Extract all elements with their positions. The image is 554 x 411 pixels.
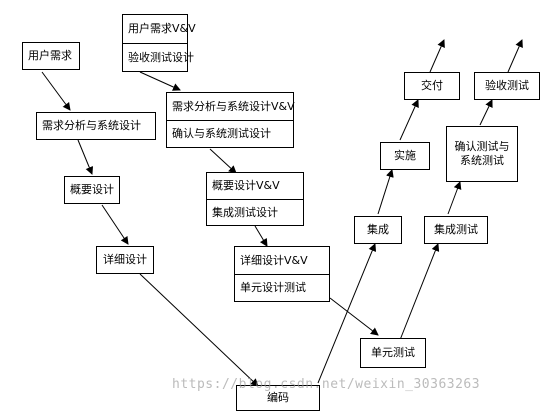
arrow-integration-to-implementation	[377, 169, 394, 215]
confirm-system-test-design-label: 确认与系统测试设计	[172, 127, 271, 140]
watermark: https://blog.csdn.net/weixin_30363263	[172, 377, 481, 392]
user-req-vv-box: 用户需求V&V 验收测试设计	[122, 14, 196, 72]
requirements-analysis-box: 需求分析与系统设计	[36, 112, 156, 140]
arrow-delivery-up	[429, 39, 445, 73]
arrow-detailed-vv-to-unit-test	[329, 297, 379, 336]
arrow-coding-to-integration	[317, 243, 377, 384]
delivery-box: 交付	[404, 72, 460, 100]
integration-test-design-label: 集成测试设计	[212, 205, 278, 219]
coding-box: 编码	[236, 385, 320, 411]
integration-test-box: 集成测试	[424, 216, 488, 244]
user-requirements-box: 用户需求	[22, 42, 80, 70]
unit-test-box: 单元测试	[360, 338, 426, 368]
detailed-vv-box: 详细设计V&V 单元设计测试	[234, 246, 330, 302]
arrow-outline-vv-to-detailed-vv	[254, 225, 268, 247]
arrow-confirm-to-acceptance	[479, 99, 493, 126]
detailed-design-box: 详细设计	[96, 246, 154, 274]
outline-vv-box: 概要设计V&V 集成测试设计	[206, 172, 304, 226]
arrow-integration-test-to-confirm	[447, 181, 462, 215]
analysis-vv-label: 需求分析与系统设计V&V	[167, 93, 295, 121]
detailed-vv-label: 详细设计V&V	[235, 247, 329, 275]
arrow-acceptance-up	[507, 39, 523, 73]
unit-design-test-label: 单元设计测试	[240, 281, 306, 294]
integration-box: 集成	[354, 216, 402, 244]
arrow-analysis-vv-to-outline-vv	[209, 148, 237, 174]
outline-vv-label: 概要设计V&V	[207, 173, 303, 200]
arrow-outline-to-detailed	[101, 204, 129, 245]
arrow-user-vv-to-analysis-vv	[139, 71, 181, 91]
acceptance-test-design-label: 验收测试设计	[128, 50, 194, 64]
implementation-box: 实施	[380, 142, 430, 170]
arrow-unit-to-integration-test	[399, 243, 440, 341]
confirm-system-test-box: 确认测试与 系统测试	[446, 126, 518, 182]
outline-design-box: 概要设计	[64, 176, 120, 204]
arrow-user-req-to-analysis	[41, 71, 71, 111]
arrow-analysis-to-outline	[77, 139, 94, 175]
user-req-vv-label: 用户需求V&V	[123, 15, 196, 44]
arrow-implementation-to-delivery	[399, 99, 419, 141]
acceptance-test-box: 验收测试	[474, 72, 540, 100]
arrow-detailed-to-coding	[139, 273, 259, 387]
analysis-vv-box: 需求分析与系统设计V&V 确认与系统测试设计	[166, 92, 295, 148]
